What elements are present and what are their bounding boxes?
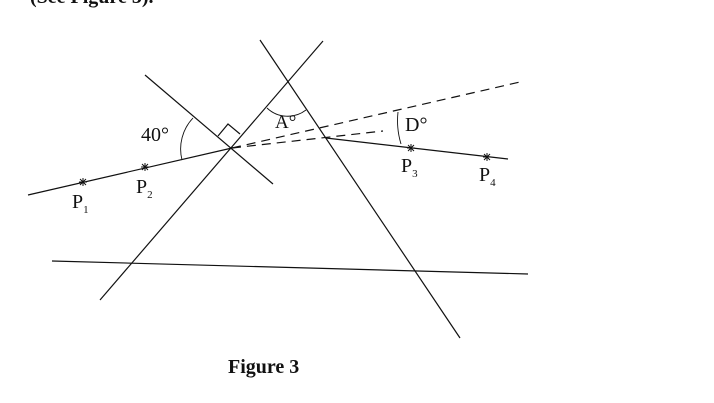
pin-p1 bbox=[79, 178, 87, 186]
prism-right-face bbox=[259, 39, 461, 339]
figure-caption: Figure 3 bbox=[228, 356, 300, 378]
pin-p2 bbox=[141, 163, 149, 171]
cut-off-top-text: (See Figure 3). bbox=[30, 0, 154, 9]
label-p3: P3 bbox=[401, 155, 418, 180]
prism-left-face bbox=[99, 40, 324, 301]
angle-d-label: D° bbox=[405, 114, 428, 136]
angle-d-arc bbox=[397, 111, 402, 145]
angle-a-label: A° bbox=[275, 112, 297, 133]
label-p1: P1 bbox=[72, 191, 89, 216]
label-p2: P2 bbox=[136, 176, 153, 201]
incident-ray bbox=[27, 147, 233, 196]
pin-markers bbox=[79, 144, 491, 186]
angle-40-label: 40° bbox=[141, 124, 169, 146]
right-angle-marker bbox=[217, 123, 241, 137]
incident-ray-extension-dashed bbox=[231, 81, 521, 149]
prism-base bbox=[51, 260, 529, 275]
normal-line bbox=[144, 74, 274, 185]
pin-p4 bbox=[483, 153, 491, 161]
emergent-ray bbox=[325, 137, 509, 160]
pin-p3 bbox=[407, 144, 415, 152]
angle-a-arc bbox=[266, 107, 307, 117]
refracted-ray-dashed bbox=[231, 130, 384, 149]
angle-40-arc bbox=[180, 117, 194, 161]
label-p4: P4 bbox=[479, 164, 496, 189]
